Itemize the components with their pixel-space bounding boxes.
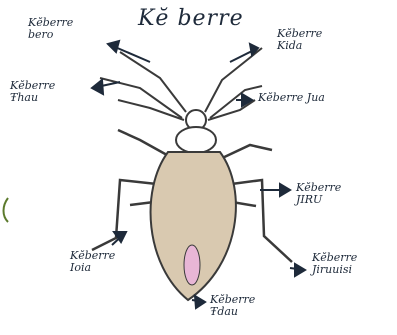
label-jua-line1: Kĕberre Jua [258, 92, 325, 104]
label-jiruuisi-line2: Jiruuisi [312, 264, 357, 276]
label-jua: Kĕberre Jua [258, 92, 325, 104]
label-jiru-line2: JIRU [296, 194, 341, 206]
rear-tip [184, 245, 200, 285]
label-kida: Kĕberre Kida [277, 28, 322, 52]
label-kdau-line2: Ŧdau [210, 306, 255, 318]
label-ioia-line2: Ioia [70, 262, 115, 274]
label-bero: Kĕberre bero [28, 17, 73, 41]
label-thau: Kĕberre Ŧhau [10, 80, 55, 104]
label-ioia: Kĕberre Ioia [70, 250, 115, 274]
leaf-edge [4, 198, 9, 222]
label-jiruuisi: Kĕberre Jiruuisi [312, 252, 357, 276]
label-kdau: Kĕberre Ŧdau [210, 294, 255, 318]
label-bero-line2: bero [28, 29, 73, 41]
thorax [176, 127, 216, 153]
label-thau-line2: Ŧhau [10, 92, 55, 104]
label-jiru: Kĕberre JIRU [296, 182, 341, 206]
label-kida-line2: Kida [277, 40, 322, 52]
diagram-title: Kĕ berre [138, 6, 244, 31]
